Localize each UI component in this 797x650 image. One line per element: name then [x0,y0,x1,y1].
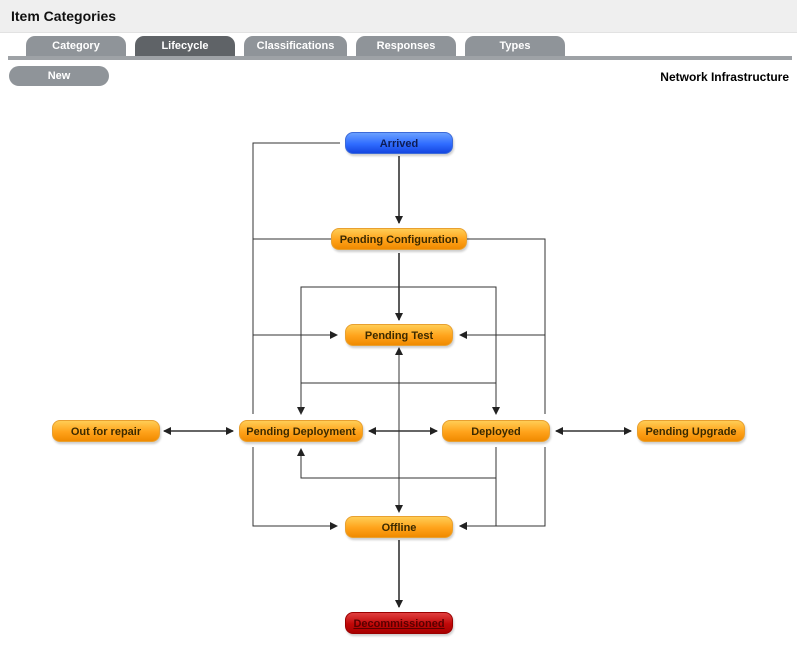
state-pending-configuration[interactable]: Pending Configuration [331,228,467,250]
state-pending-test[interactable]: Pending Test [345,324,453,346]
state-pending-deployment[interactable]: Pending Deployment [239,420,363,442]
state-out-for-repair[interactable]: Out for repair [52,420,160,442]
transition-line [252,447,338,530]
page-title: Item Categories [11,8,117,24]
state-arrived[interactable]: Arrived [345,132,453,154]
tab-classifications[interactable]: Classifications [244,36,347,56]
state-deployed[interactable]: Deployed [442,420,550,442]
new-button[interactable]: New [9,66,109,86]
transition-line [459,447,497,530]
tab-lifecycle[interactable]: Lifecycle [135,36,235,56]
state-offline[interactable]: Offline [345,516,453,538]
transition-line [459,447,546,530]
tab-responses[interactable]: Responses [356,36,456,56]
tab-category[interactable]: Category [26,36,126,56]
transition-line [252,142,340,414]
state-pending-upgrade[interactable]: Pending Upgrade [637,420,745,442]
tab-types[interactable]: Types [465,36,565,56]
state-decommissioned[interactable]: Decommissioned [345,612,453,634]
tab-bar: Category Lifecycle Classifications Respo… [0,32,797,60]
category-name: Network Infrastructure [660,70,789,84]
tab-underline [8,56,792,60]
page-header: Item Categories [0,0,797,33]
transition-line [467,238,546,414]
